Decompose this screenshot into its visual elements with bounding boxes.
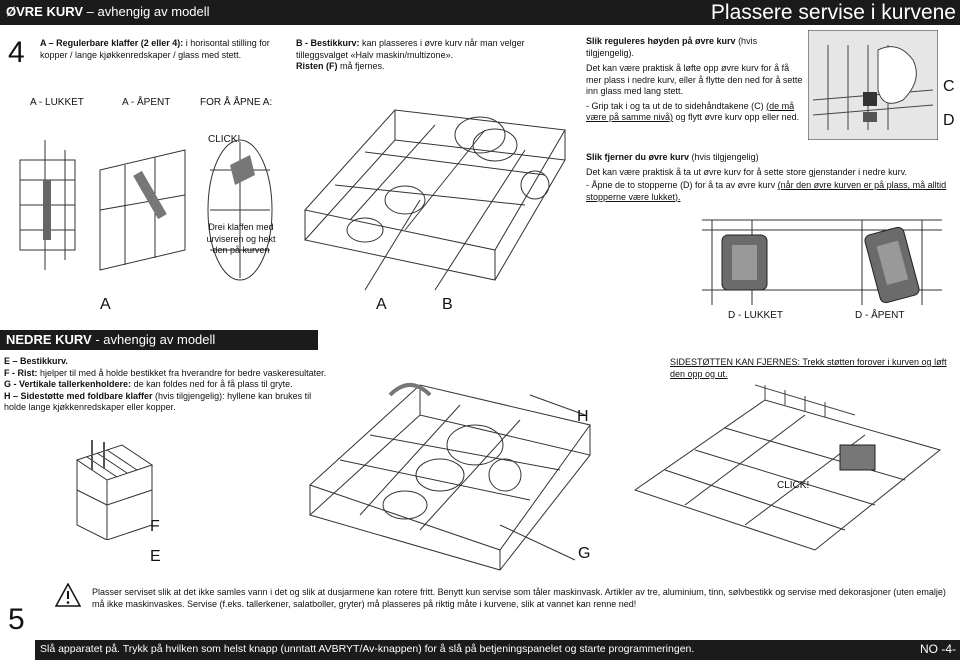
page-number: NO -4- <box>920 642 956 656</box>
lower-basket-illustration <box>300 365 600 575</box>
label-to-open-a: FOR Å ÅPNE A: <box>200 97 273 108</box>
stopper-illustration <box>692 205 952 310</box>
click-label: CLICK! <box>208 134 241 145</box>
letter-a-left: A <box>100 296 111 313</box>
step-number-4: 4 <box>8 36 25 69</box>
letter-g: G <box>578 545 591 562</box>
remove-basket-text: Slik fjerner du øvre kurv (hvis tilgjeng… <box>586 152 947 202</box>
flap-illustration <box>5 110 290 295</box>
warning-icon <box>55 583 81 607</box>
letter-e: E <box>150 548 161 565</box>
side-support-illustration <box>625 380 950 560</box>
letter-b-basket: B <box>442 296 453 313</box>
label-a-locked: A - LUKKET <box>30 97 84 108</box>
lower-basket-text: E – Bestikkurv. F - Rist: hjelper til me… <box>4 356 327 412</box>
adjustable-flaps-text: A – Regulerbare klaffer (2 eller 4): i h… <box>40 38 270 60</box>
rotate-instruction: Drei klaffen med urviseren og hekt den p… <box>206 222 276 255</box>
cutlery-basket-illustration <box>62 440 162 540</box>
letter-d: D <box>943 112 955 129</box>
lower-basket-header <box>0 330 318 350</box>
label-a-open: A - ÅPENT <box>122 97 171 108</box>
step5-text: Slå apparatet på. Trykk på hvilken som h… <box>40 643 695 655</box>
letter-h: H <box>577 408 589 425</box>
lower-basket-title: NEDRE KURV - avhengig av modell <box>6 332 216 347</box>
page-title: Plassere servise i kurvene <box>710 1 956 24</box>
upper-basket-illustration <box>295 90 575 300</box>
label-d-open: D - ÅPENT <box>855 310 905 321</box>
height-adjust-photo <box>808 30 938 140</box>
side-support-text: SIDESTØTTEN KAN FJERNES: Trekk støtten f… <box>670 357 947 379</box>
warning-text: Plasser serviset slik at det ikke samles… <box>92 587 946 609</box>
cutlery-basket-b-text: B - Bestikkurv: kan plasseres i øvre kur… <box>296 38 525 71</box>
step5-bar <box>35 640 960 660</box>
letter-f: F <box>150 518 160 535</box>
letter-c: C <box>943 78 955 95</box>
upper-basket-header <box>0 0 960 25</box>
upper-basket-title: ØVRE KURV – avhengig av modell <box>6 4 210 19</box>
letter-a-basket: A <box>376 296 387 313</box>
height-adjust-text: Slik reguleres høyden på øvre kurv (hvis… <box>586 36 803 122</box>
label-d-locked: D - LUKKET <box>728 310 784 321</box>
click-label-lower: CLICK! <box>777 480 810 491</box>
step-number-5: 5 <box>8 603 25 636</box>
